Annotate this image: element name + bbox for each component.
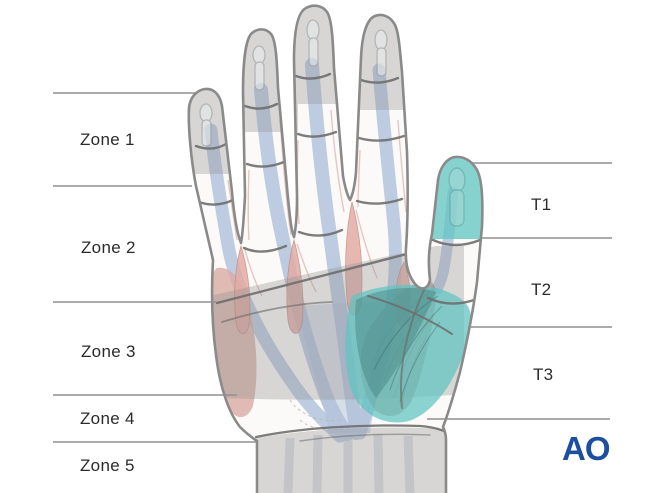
zone3-label: Zone 3 — [81, 342, 136, 361]
t3-highlight-muscle-overlap — [355, 287, 436, 398]
t3-highlight-thenar — [345, 284, 472, 423]
zone4-label: Zone 4 — [80, 409, 135, 428]
t1-label: T1 — [531, 195, 552, 214]
zone5-shading-forearm — [248, 427, 454, 493]
t2-label: T2 — [531, 280, 552, 299]
zone1-shading-ring-finger — [238, 20, 298, 132]
zone5-label: Zone 5 — [80, 456, 135, 475]
t3-label: T3 — [533, 365, 554, 384]
ao-logo: AO — [562, 430, 610, 467]
zone1-label: Zone 1 — [80, 130, 135, 149]
skin-creases — [194, 72, 482, 442]
forearm-tendons — [283, 433, 415, 493]
zone2-label: Zone 2 — [81, 238, 136, 257]
thumb-bone — [448, 167, 466, 227]
fingertip-bones — [199, 19, 388, 147]
hand-outline — [187, 4, 484, 493]
